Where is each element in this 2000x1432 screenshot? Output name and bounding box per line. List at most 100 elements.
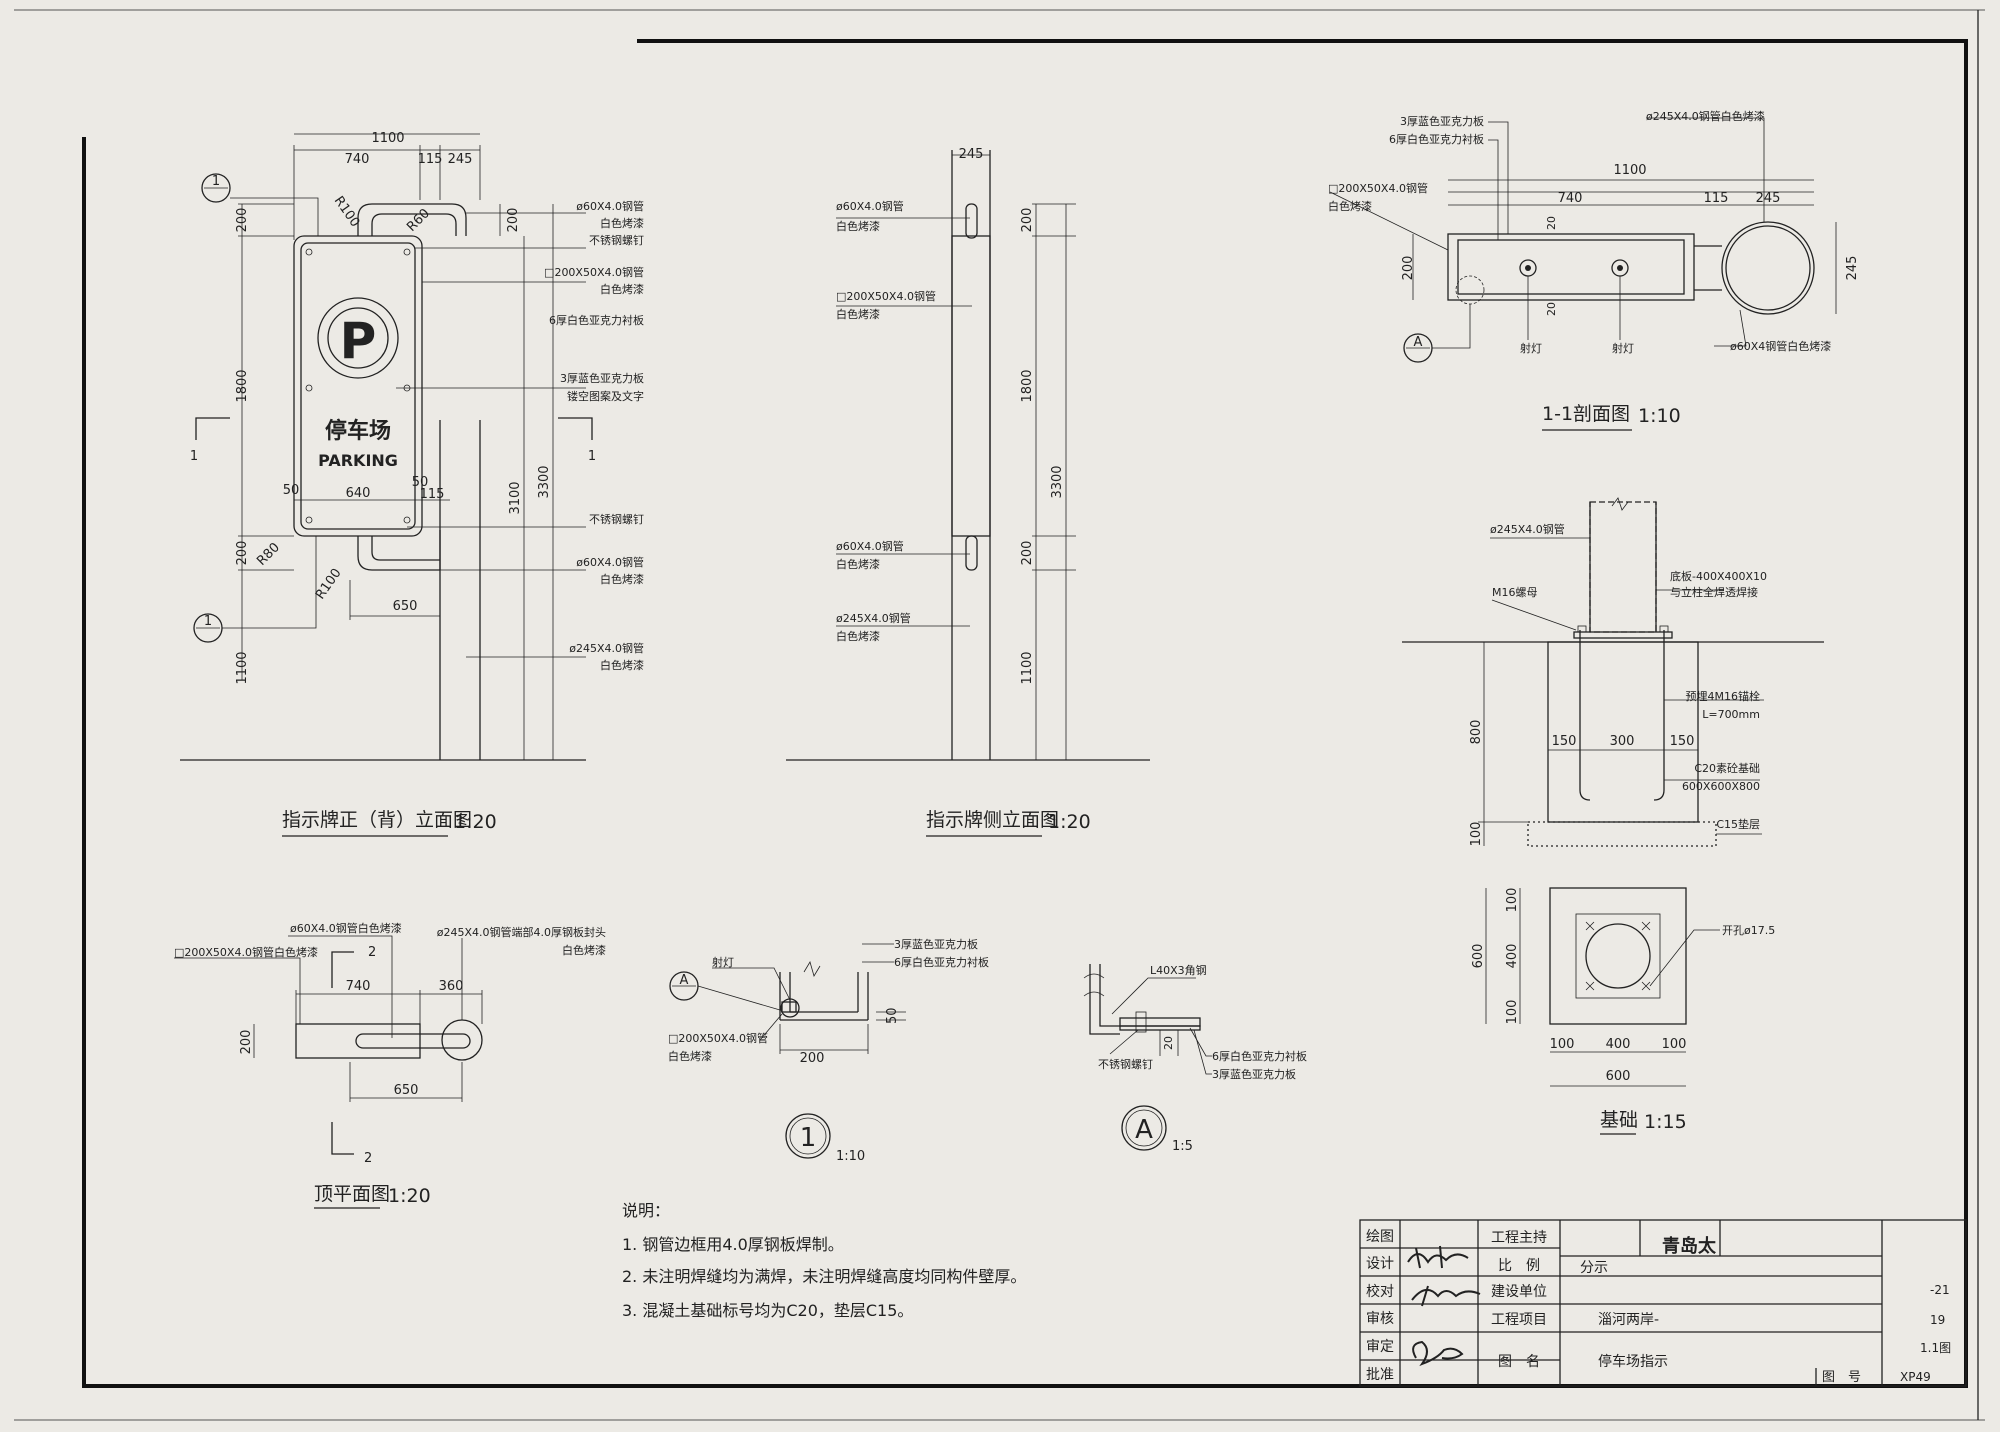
callout-label: 白色烤漆 bbox=[600, 282, 644, 296]
detail-a: 20 L40X3角钢 6厚白色亚克力衬板 3厚蓝色亚克力板 不锈钢螺钉 A 1:… bbox=[1083, 964, 1307, 1154]
dim-text: 20 bbox=[1162, 1036, 1175, 1050]
foundation-section: 800 100 150 300 150 ø245X4.0钢管 底板-400X40… bbox=[1402, 497, 1824, 1135]
callout-label: 射灯 bbox=[1520, 341, 1542, 355]
callout-label: 开孔ø17.5 bbox=[1722, 924, 1775, 937]
callout-label: □200X50X4.0钢管 bbox=[544, 265, 644, 279]
callout-label: 与立柱全焊透焊接 bbox=[1670, 585, 1758, 599]
foundation-title: 基础 bbox=[1600, 1109, 1638, 1131]
callout-label: 不锈钢螺钉 bbox=[1098, 1058, 1153, 1071]
field-label: 建设单位 bbox=[1491, 1284, 1547, 1300]
detail-number: 1 bbox=[800, 1123, 817, 1153]
role-label: 校对 bbox=[1366, 1283, 1394, 1300]
callout-label: ø60X4.0钢管 bbox=[576, 199, 644, 213]
dim-text: 740 bbox=[346, 979, 371, 994]
callout-label: 白色烤漆 bbox=[836, 629, 880, 643]
right-code: -21 bbox=[1930, 1283, 1950, 1297]
callout-label: L40X3角钢 bbox=[1150, 964, 1207, 977]
callout-letter: A bbox=[680, 973, 689, 988]
dim-text: 1100 bbox=[371, 131, 404, 146]
callout-label: 6厚白色亚克力衬板 bbox=[549, 313, 644, 327]
callout-label: 白色烤漆 bbox=[600, 658, 644, 672]
notes: 说明： 1. 钢管边框用4.0厚钢板焊制。 2. 未注明焊缝均为满焊，未注明焊缝… bbox=[622, 1201, 1026, 1320]
field-value: 淄河两岸- bbox=[1598, 1312, 1659, 1328]
callout-label: 白色烤漆 bbox=[562, 943, 606, 957]
callout-label: 白色烤漆 bbox=[836, 219, 880, 233]
dim-text: 245 bbox=[1845, 256, 1860, 281]
front-elevation-scale: 1:20 bbox=[454, 811, 497, 833]
dim-text: 100 bbox=[1505, 1000, 1520, 1025]
detail-scale: 1:10 bbox=[836, 1149, 865, 1164]
field-value: 分示 bbox=[1580, 1260, 1608, 1276]
dim-text: 200 bbox=[1020, 208, 1035, 233]
dim-text: 245 bbox=[448, 152, 473, 167]
section-mark: 2 bbox=[364, 1151, 372, 1166]
callout-label: ø60X4.0钢管白色烤漆 bbox=[290, 921, 402, 935]
callout-label: ø60X4.0钢管 bbox=[836, 199, 904, 213]
callout-label: 白色烤漆 bbox=[668, 1049, 712, 1063]
callout-label: 3厚蓝色亚克力板 bbox=[894, 937, 978, 951]
parking-logo-letter: P bbox=[340, 312, 377, 370]
callout-label: L=700mm bbox=[1702, 708, 1760, 721]
dim-text: 740 bbox=[345, 152, 370, 167]
callout-label: 白色烤漆 bbox=[600, 572, 644, 586]
callout-label: ø245X4.0钢管端部4.0厚钢板封头 bbox=[437, 925, 606, 939]
sheet-number: XP49 bbox=[1900, 1370, 1931, 1384]
dim-text: 200 bbox=[235, 541, 250, 566]
dim-text: 245 bbox=[1756, 191, 1781, 206]
right-code: 19 bbox=[1930, 1313, 1945, 1327]
dim-text: 200 bbox=[235, 208, 250, 233]
dim-text: 245 bbox=[959, 147, 984, 162]
dim-text: 20 bbox=[1545, 216, 1558, 230]
dim-text: 100 bbox=[1505, 888, 1520, 913]
callout-label: 白色烤漆 bbox=[1328, 199, 1372, 213]
role-label: 审核 bbox=[1366, 1311, 1394, 1327]
dim-text: 640 bbox=[346, 486, 371, 501]
dim-text: 200 bbox=[1020, 541, 1035, 566]
dim-text: 800 bbox=[1469, 720, 1484, 745]
notes-heading: 说明： bbox=[622, 1201, 670, 1220]
role-label: 审定 bbox=[1366, 1339, 1394, 1355]
section-mark: 1 bbox=[190, 449, 198, 464]
callout-label: ø60X4.0钢管 bbox=[576, 555, 644, 569]
callout-label: 3厚蓝色亚克力板 bbox=[560, 371, 644, 385]
callout-label: ø245X4.0钢管 bbox=[836, 611, 911, 625]
dim-text: 200 bbox=[800, 1051, 825, 1066]
detail-scale: 1:5 bbox=[1172, 1139, 1193, 1154]
callout-label: 射灯 bbox=[1612, 341, 1634, 355]
callout-label: 预埋4M16锚栓 bbox=[1686, 689, 1761, 703]
section-title: 1-1剖面图 bbox=[1542, 403, 1630, 425]
callout-label: ø245X4.0钢管白色烤漆 bbox=[1646, 109, 1765, 123]
dim-text: 1100 bbox=[1020, 651, 1035, 684]
callout-letter: A bbox=[1414, 335, 1423, 350]
top-plan-scale: 1:20 bbox=[388, 1185, 431, 1207]
callout-label: ø245X4.0钢管 bbox=[569, 641, 644, 655]
field-label: 工程主持 bbox=[1491, 1230, 1547, 1246]
callout-label: M16螺母 bbox=[1492, 586, 1538, 599]
dim-text: 1100 bbox=[235, 651, 250, 684]
callout-number: 1 bbox=[204, 614, 212, 629]
dim-text: 200 bbox=[239, 1030, 254, 1055]
top-plan-title: 顶平面图 bbox=[314, 1183, 390, 1205]
callout-number: 1 bbox=[212, 174, 220, 189]
dim-text: 1800 bbox=[1020, 369, 1035, 402]
callout-label: C20素砼基础 bbox=[1694, 762, 1760, 775]
callout-label: 6厚白色亚克力衬板 bbox=[1212, 1049, 1307, 1063]
dim-text: 3100 bbox=[508, 481, 523, 514]
callout-label: 白色烤漆 bbox=[836, 557, 880, 571]
callout-label: □200X50X4.0钢管白色烤漆 bbox=[174, 945, 318, 959]
callout-label: 底板-400X400X10 bbox=[1670, 569, 1767, 583]
dim-text: 200 bbox=[506, 208, 521, 233]
signature-group bbox=[1407, 1245, 1481, 1367]
dim-text: 115 bbox=[1704, 191, 1729, 206]
role-label: 批准 bbox=[1366, 1367, 1394, 1383]
dim-text: 1100 bbox=[1613, 163, 1646, 178]
dim-text: 100 bbox=[1469, 822, 1484, 847]
dim-text: 400 bbox=[1606, 1037, 1631, 1052]
sign-text-en: PARKING bbox=[318, 451, 398, 470]
callout-label: 不锈钢螺钉 bbox=[589, 234, 644, 247]
callout-label: 6厚白色亚克力衬板 bbox=[1389, 132, 1484, 146]
callout-label: ø60X4.0钢管 bbox=[836, 539, 904, 553]
dim-text: 300 bbox=[1610, 734, 1635, 749]
callout-label: ø60X4钢管白色烤漆 bbox=[1730, 339, 1831, 353]
right-code: 1.1图 bbox=[1920, 1341, 1951, 1355]
